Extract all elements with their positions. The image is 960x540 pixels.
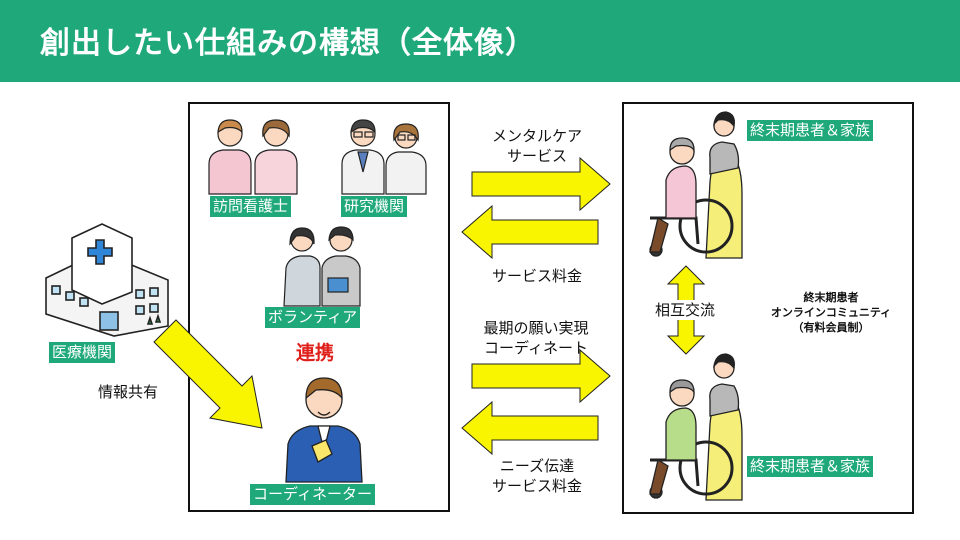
community-line-3: （有料会員制） (792, 321, 870, 334)
needs-text: ニーズ伝達 サービス料金 (468, 456, 606, 496)
needs-line-1: ニーズ伝達 (499, 457, 575, 475)
visiting-nurse-label: 訪問看護士 (210, 196, 292, 217)
volunteer-figures-icon (283, 226, 361, 307)
patient-family-top-label: 終末期患者＆家族 (747, 120, 874, 141)
header-bar (0, 0, 960, 82)
volunteer-label: ボランティア (265, 307, 361, 328)
wheelchair-patient-top-icon (649, 111, 743, 259)
mental-care-text: メンタルケア サービス (468, 126, 606, 166)
service-fee-text: サービス料金 (491, 267, 582, 285)
wheelchair-patient-bottom-icon (649, 353, 743, 501)
needs-line-2: サービス料金 (491, 477, 582, 495)
arrow-wish-right (471, 348, 611, 404)
last-wish-text: 最期の願い実現 コーディネート (462, 318, 610, 358)
info-share-text: 情報共有 (98, 383, 159, 401)
mutual-exchange-text: 相互交流 (655, 300, 716, 320)
arrow-fee-left (461, 204, 599, 260)
arrow-hospital-to-coordinator (153, 319, 263, 429)
researcher-figures-icon (341, 119, 427, 195)
community-line-2: オンラインコミュニティ (770, 306, 892, 319)
community-line-1: 終末期患者 (803, 291, 859, 304)
last-wish-line-1: 最期の願い実現 (483, 319, 589, 337)
arrow-service-right (471, 156, 611, 212)
page-title: 創出したい仕組みの構想（全体像） (40, 26, 536, 61)
community-text: 終末期患者 オンラインコミュニティ （有料会員制） (756, 290, 906, 335)
nurse-figures-icon (208, 119, 298, 195)
hospital-building-icon (45, 223, 169, 337)
last-wish-line-2: コーディネート (484, 339, 588, 357)
mental-care-line-2: サービス (506, 147, 567, 165)
arrow-needs-left (461, 400, 599, 456)
coordinator-figure-icon (285, 377, 363, 483)
medical-institution-label: 医療機関 (49, 342, 116, 363)
patient-family-bottom-label: 終末期患者＆家族 (747, 456, 874, 477)
mental-care-line-1: メンタルケア (491, 127, 582, 145)
coordinator-label: コーディネーター (250, 484, 375, 505)
link-text: 連携 (296, 342, 335, 364)
research-institution-label: 研究機関 (341, 196, 408, 217)
